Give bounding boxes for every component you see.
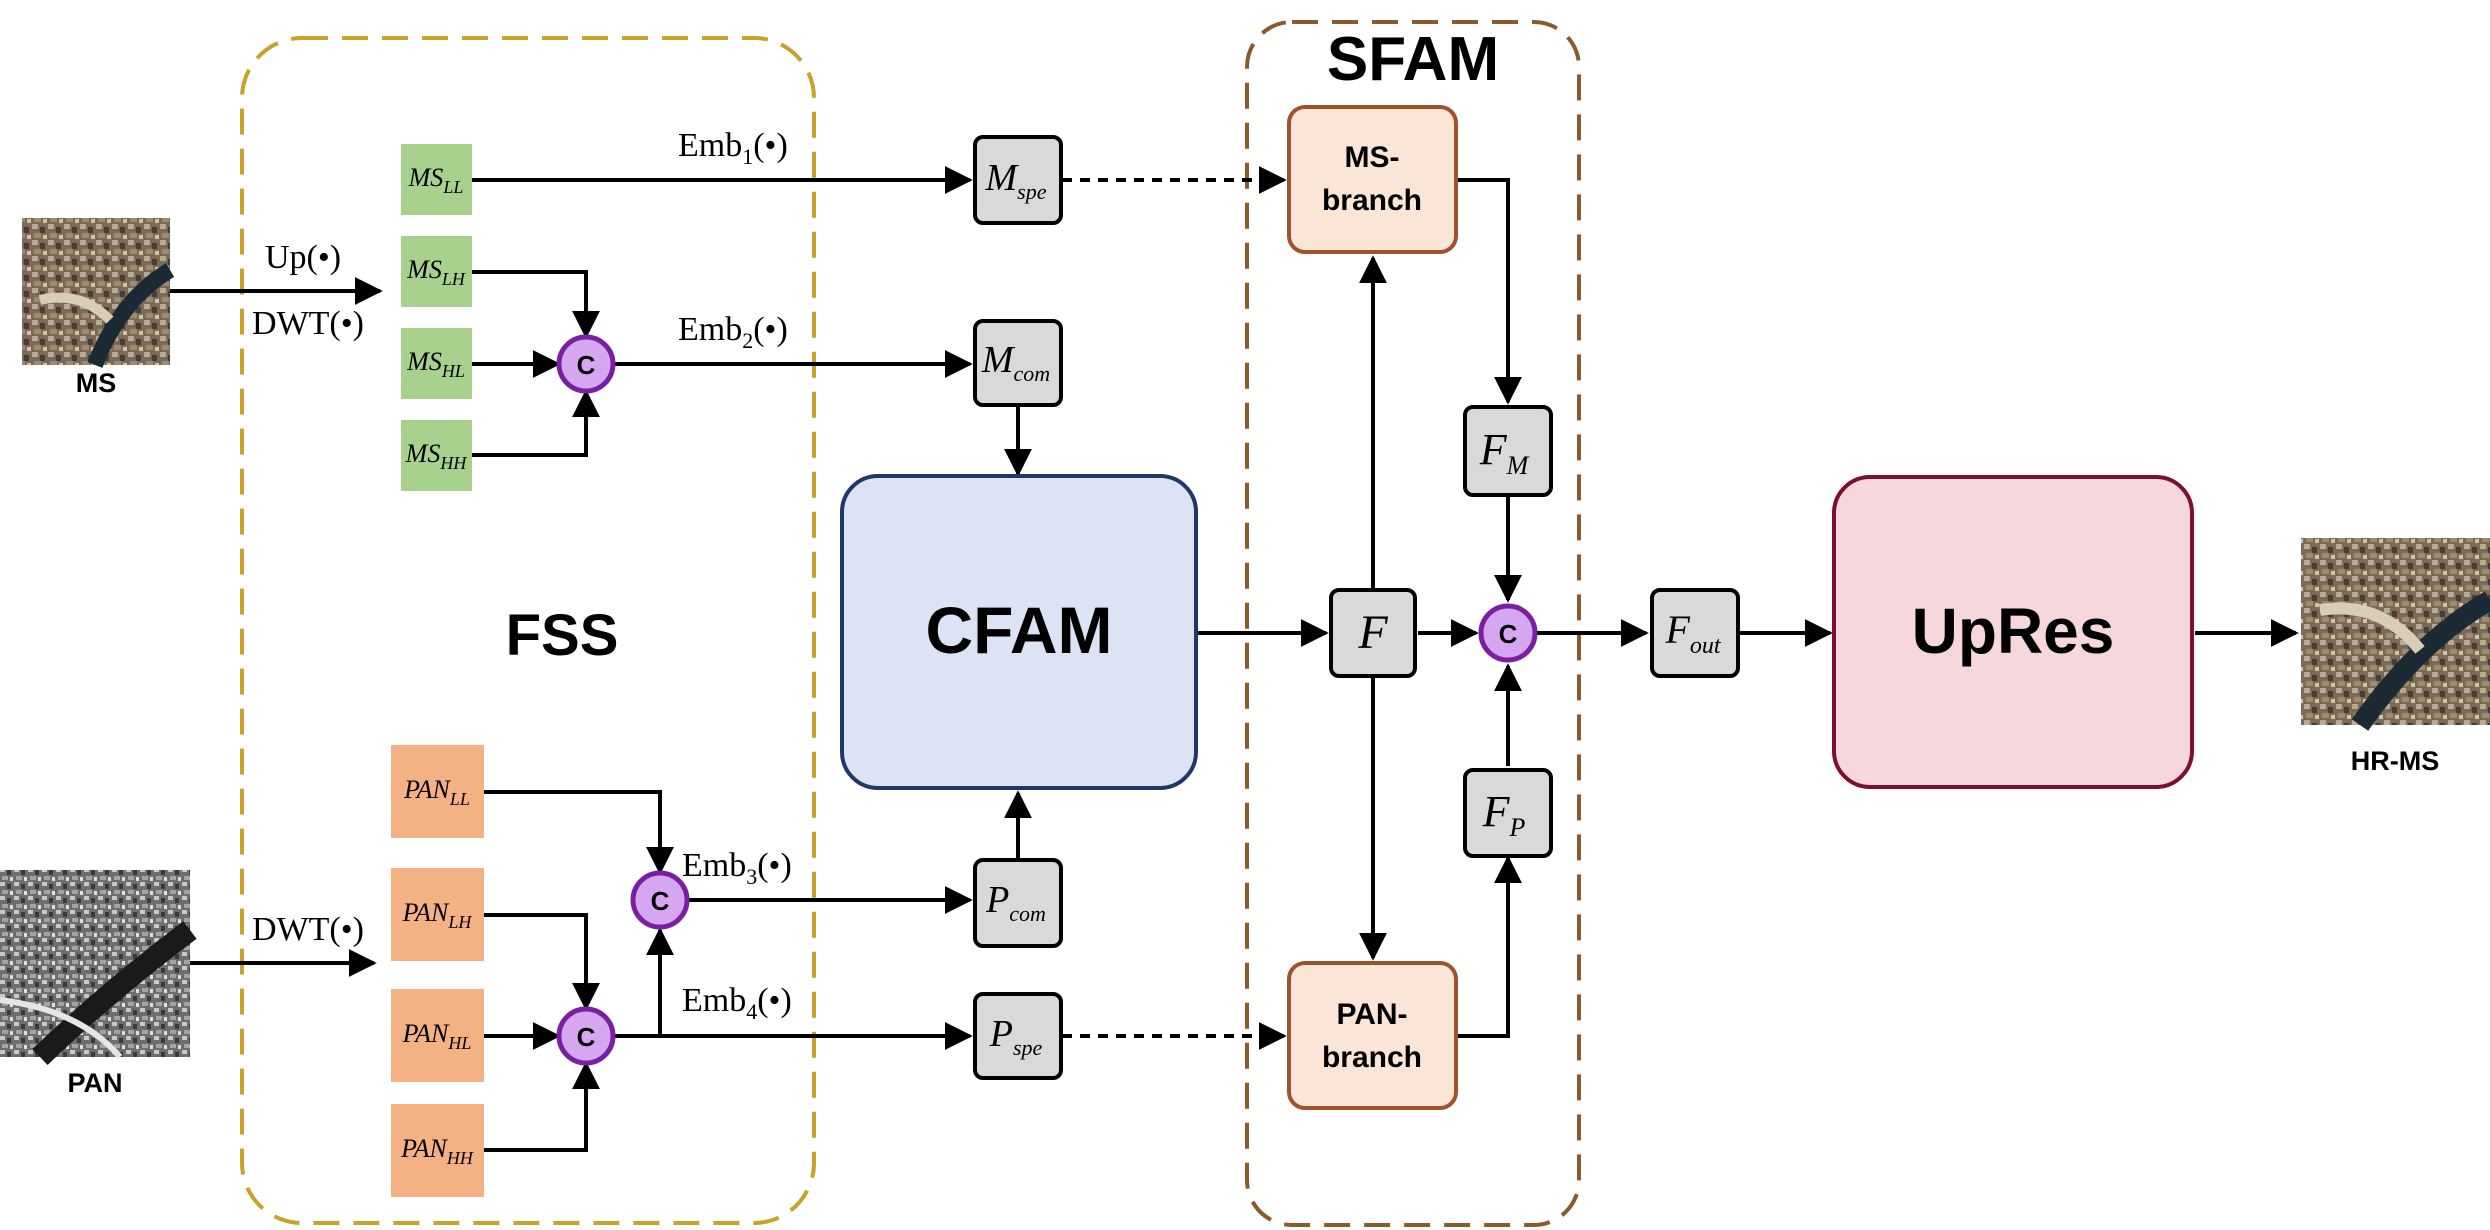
pan-branch-module: PAN- branch xyxy=(1287,961,1458,1110)
output-label: HR-MS xyxy=(2351,746,2440,776)
ms-input-image xyxy=(22,218,175,368)
svg-text:F: F xyxy=(1357,606,1388,659)
panbranch-to-fp-arrow xyxy=(1456,855,1522,1038)
svg-text:FP: FP xyxy=(1482,787,1526,842)
pan-band-ll: PANLL xyxy=(391,745,484,838)
concat-node-pan-upper: C xyxy=(630,870,690,930)
svg-text:C: C xyxy=(651,886,670,916)
pan-band-hl: PANHL xyxy=(391,989,484,1082)
pan-input-image xyxy=(0,870,197,1065)
up-op-label: Up(•) xyxy=(265,239,341,276)
panhh-to-concat3-arrow xyxy=(484,1061,600,1152)
ms-band-hh: MSHH xyxy=(401,420,472,491)
sfam-label-bg xyxy=(1308,24,1518,84)
pan-input-label: PAN xyxy=(67,1068,122,1098)
feature-f: F xyxy=(1329,588,1417,678)
upres-module: UpRes xyxy=(1832,475,2194,789)
svg-text:PANHH: PANHH xyxy=(400,1134,474,1168)
concat-node-pan-lower: C xyxy=(556,1006,616,1066)
fss-container xyxy=(240,36,816,1225)
svg-text:MSHL: MSHL xyxy=(406,347,465,381)
ms-band-ll: MSLL xyxy=(401,144,472,215)
panlh-to-concat3-arrow xyxy=(484,913,600,1011)
svg-text:MSLL: MSLL xyxy=(408,163,464,197)
msbranch-to-fm-arrow xyxy=(1456,178,1522,405)
svg-text:PANLH: PANLH xyxy=(402,898,473,932)
feature-f-out: Fout xyxy=(1650,588,1740,678)
cfam-module: CFAM xyxy=(840,474,1198,790)
ms-branch-module: MS- branch xyxy=(1287,105,1458,254)
svg-text:PAN-: PAN- xyxy=(1336,998,1407,1031)
dwt-pan-op-label: DWT(•) xyxy=(252,911,364,948)
svg-text:C: C xyxy=(577,1022,596,1052)
pan-band-hh: PANHH xyxy=(391,1104,484,1197)
emb1-label: Emb1(•) xyxy=(678,127,788,169)
svg-text:UpRes: UpRes xyxy=(1912,595,2115,667)
svg-text:MSHH: MSHH xyxy=(405,439,468,473)
sfam-container xyxy=(1245,20,1581,1227)
svg-text:Pcom: Pcom xyxy=(985,879,1046,926)
feature-f-m: FM xyxy=(1463,405,1553,497)
svg-text:MSLH: MSLH xyxy=(406,255,466,289)
concat-node-ms: C xyxy=(556,334,616,394)
feature-p-com: Pcom xyxy=(973,858,1063,948)
svg-text:Fout: Fout xyxy=(1664,607,1721,659)
output-image xyxy=(2301,538,2490,731)
dwt-ms-op-label: DWT(•) xyxy=(252,305,364,342)
svg-text:Mspe: Mspe xyxy=(985,157,1047,204)
svg-text:FM: FM xyxy=(1479,425,1530,480)
ms-band-lh: MSLH xyxy=(401,236,472,307)
svg-text:C: C xyxy=(1499,619,1518,649)
sfam-label: SFAM xyxy=(1327,25,1499,94)
svg-text:Mcom: Mcom xyxy=(981,339,1050,386)
emb3-label: Emb3(•) xyxy=(682,847,792,889)
feature-f-p: FP xyxy=(1463,768,1553,858)
emb4-label: Emb4(•) xyxy=(682,982,792,1024)
pan-band-lh: PANLH xyxy=(391,868,484,961)
emb2-label: Emb2(•) xyxy=(678,311,788,353)
concat-node-sfam: C xyxy=(1478,603,1538,663)
panll-to-concat2-arrow xyxy=(484,790,674,875)
svg-text:MS-: MS- xyxy=(1345,141,1400,174)
connections xyxy=(170,166,2299,1152)
svg-text:CFAM: CFAM xyxy=(926,593,1113,667)
mshh-to-concat-arrow xyxy=(472,389,600,457)
ms-band-hl: MSHL xyxy=(401,328,472,399)
svg-text:C: C xyxy=(577,350,596,380)
svg-text:PANHL: PANHL xyxy=(402,1019,472,1053)
svg-text:branch: branch xyxy=(1322,1041,1422,1074)
svg-text:PANLL: PANLL xyxy=(403,775,470,809)
feature-m-com: Mcom xyxy=(973,319,1063,407)
fss-label: FSS xyxy=(506,603,619,668)
svg-text:Pspe: Pspe xyxy=(989,1013,1043,1060)
ms-input-label: MS xyxy=(76,368,117,398)
mslh-to-concat-arrow xyxy=(472,270,600,339)
svg-text:branch: branch xyxy=(1322,184,1422,217)
feature-p-spe: Pspe xyxy=(973,992,1063,1080)
feature-m-spe: Mspe xyxy=(973,135,1063,225)
